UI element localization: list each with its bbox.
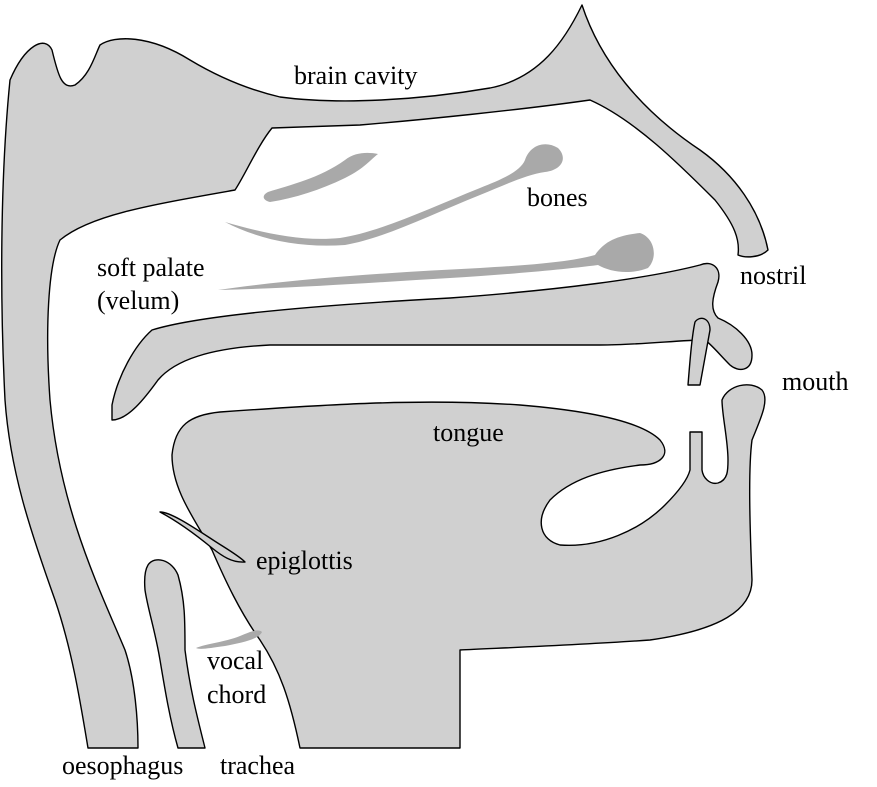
throat-wall [143,559,206,749]
hard-palate [111,262,753,421]
epiglottis [159,511,246,563]
label-soft-palate: soft palate [97,253,205,282]
label-velum: (velum) [97,286,180,315]
label-brain-cavity: brain cavity [294,61,418,90]
turbinate-bone-middle [225,144,563,246]
label-trachea: trachea [220,751,296,780]
upper-lip [687,317,711,386]
turbinate-bone-lower [218,233,654,290]
tongue-and-jaw [171,384,766,749]
label-tongue: tongue [433,418,504,447]
skull-and-nose [1,4,769,749]
vocal-chord-shape [196,630,262,649]
label-chord: chord [207,680,267,709]
label-mouth: mouth [782,367,849,396]
label-epiglottis: epiglottis [256,546,353,575]
label-oesophagus: oesophagus [62,751,184,780]
turbinate-bone-upper [263,152,378,202]
label-nostril: nostril [740,261,807,290]
label-bones: bones [527,183,588,212]
label-vocal: vocal [207,646,264,675]
